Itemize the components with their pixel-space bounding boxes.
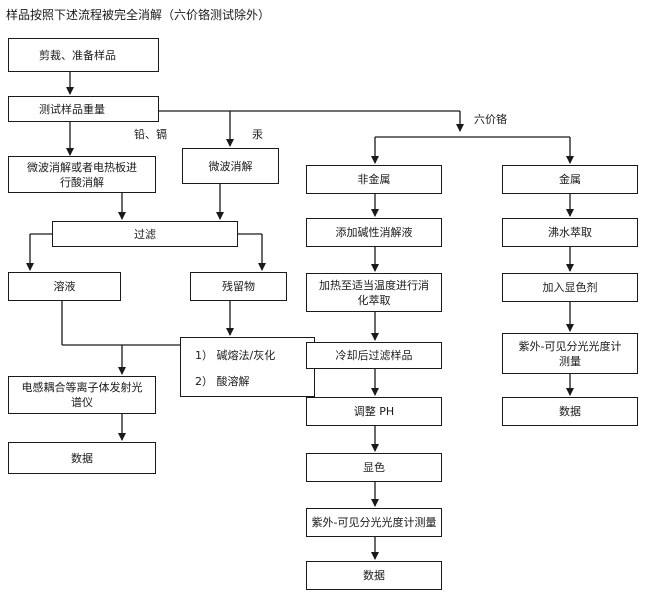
node-uv-center: 紫外-可见分光光度计测量 [306,508,442,537]
node-color: 显色 [306,453,442,482]
node-uv-right: 紫外-可见分光光度计测量 [502,333,638,374]
node-residue: 残留物 [190,272,287,301]
node-weigh: 测试样品重量 [8,96,159,122]
node-microwave: 微波消解 [182,148,279,184]
node-microwave-acid: 微波消解或者电热板进行酸消解 [8,156,156,193]
node-data-center: 数据 [306,561,442,590]
label-chromium6: 六价铬 [474,113,507,126]
node-cool-filter: 冷却后过滤样品 [306,342,442,369]
node-icp: 电感耦合等离子体发射光谱仪 [8,376,156,414]
node-adjust-ph: 调整 PH [306,397,442,426]
node-metal: 金属 [502,165,638,194]
node-residue-steps: 1） 碱熔法/灰化 2） 酸溶解 [180,337,315,397]
label-lead-cadmium: 铅、镉 [134,128,167,141]
node-data-left: 数据 [8,442,156,474]
label-mercury: 汞 [252,128,263,141]
node-heat-extract: 加热至适当温度进行消化萃取 [306,273,442,312]
node-filter: 过滤 [52,221,238,247]
node-boil-extract: 沸水萃取 [502,218,638,247]
node-cut: 剪裁、准备样品 [8,38,159,72]
residue-step-1: 1） 碱熔法/灰化 [195,349,276,362]
node-solution: 溶液 [8,272,121,301]
residue-step-2: 2） 酸溶解 [195,375,250,388]
node-data-right: 数据 [502,397,638,426]
node-add-reagent: 加入显色剂 [502,273,638,302]
node-alkali-digest: 添加碱性消解液 [306,218,442,247]
node-nonmetal: 非金属 [306,165,442,194]
diagram-title: 样品按照下述流程被完全消解（六价铬测试除外） [6,8,271,22]
